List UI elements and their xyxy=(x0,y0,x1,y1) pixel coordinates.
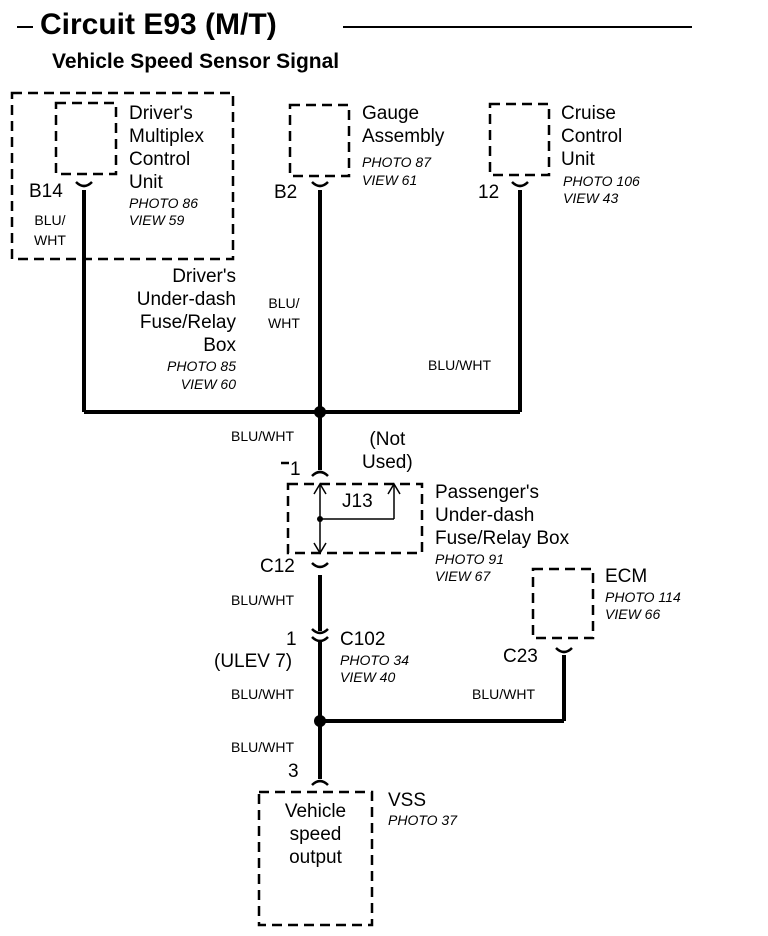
dmcu-view: VIEW 59 xyxy=(129,212,185,228)
terminal-c12 xyxy=(311,562,329,569)
j13-label: J13 xyxy=(342,491,373,512)
dmcu-wire-label: BLU/ WHT xyxy=(34,212,66,248)
terminal-12 xyxy=(511,181,529,188)
gauge-wire-label: BLU/ WHT xyxy=(268,295,300,331)
gauge-pin: B2 xyxy=(274,182,298,203)
vss-inner-label: Vehicle speed output xyxy=(284,801,347,868)
splice-bottom xyxy=(314,715,326,727)
ecm-pin: C23 xyxy=(503,646,538,667)
ecm-wire-label: BLU/WHT xyxy=(472,686,535,702)
terminal-b14 xyxy=(75,181,93,188)
dfuse-name: Driver's Under-dash Fuse/Relay Box xyxy=(136,266,236,356)
gauge-photo: PHOTO 87 xyxy=(362,154,431,170)
pfuse-name: Passenger's Under-dash Fuse/Relay Box xyxy=(435,482,570,549)
pfuse-photo: PHOTO 91 xyxy=(435,551,504,567)
dmcu-pin: B14 xyxy=(29,181,63,202)
ecm-view: VIEW 66 xyxy=(605,606,661,622)
terminal-c23 xyxy=(555,647,573,654)
c12-down-wire-label: BLU/WHT xyxy=(231,592,294,608)
c102-pin: 1 xyxy=(286,629,297,650)
page-title: Circuit E93 (M/T) xyxy=(40,8,277,41)
junction-down-wire-label: BLU/WHT xyxy=(231,428,294,444)
terminal-c102-bottom xyxy=(311,636,329,643)
j13-arrow-right xyxy=(387,482,401,495)
terminal-3 xyxy=(311,779,329,786)
j13-node xyxy=(317,516,323,522)
terminal-b2 xyxy=(311,181,329,188)
terminal-j1 xyxy=(311,470,329,477)
vss-name: VSS xyxy=(388,790,427,811)
dfuse-photo: PHOTO 85 xyxy=(167,358,236,374)
dmcu-name: Driver's Multiplex Control Unit xyxy=(129,103,204,193)
vss-box xyxy=(257,790,374,927)
cruise-pin: 12 xyxy=(478,182,500,203)
gauge-view: VIEW 61 xyxy=(362,172,418,188)
cruise-wire-label: BLU/WHT xyxy=(428,357,491,373)
ecm-box xyxy=(531,567,595,640)
c102-name: C102 xyxy=(340,629,386,650)
vss-pin: 3 xyxy=(288,761,299,782)
vss-up-wire-label: BLU/WHT xyxy=(231,739,294,755)
terminal-c102-top xyxy=(311,628,329,635)
j13-arrow-top xyxy=(313,482,327,495)
ecm-name: ECM xyxy=(605,566,648,587)
cruise-name: Cruise Control Unit xyxy=(561,103,623,170)
dfuse-view: VIEW 60 xyxy=(180,376,236,392)
c102-down-wire-label: BLU/WHT xyxy=(231,686,294,702)
dmcu-outer-box xyxy=(10,91,235,261)
pfuse-pin-top: 1 xyxy=(290,459,301,480)
vss-photo: PHOTO 37 xyxy=(388,812,457,828)
gauge-name: Gauge Assembly xyxy=(362,103,445,147)
splice-top xyxy=(314,406,326,418)
cruise-view: VIEW 43 xyxy=(563,190,619,206)
dmcu-connector-box xyxy=(54,101,118,176)
c102-view: VIEW 40 xyxy=(340,669,396,685)
gauge-connector-box xyxy=(288,103,351,178)
cruise-connector-box xyxy=(488,102,551,177)
j13-arrow-bottom xyxy=(313,542,327,555)
pfuse-box xyxy=(286,482,424,555)
c102-photo: PHOTO 34 xyxy=(340,652,409,668)
dmcu-photo: PHOTO 86 xyxy=(129,195,198,211)
ecm-photo: PHOTO 114 xyxy=(605,589,681,605)
not-used-label: (Not Used) xyxy=(362,429,413,473)
pfuse-pin-bottom: C12 xyxy=(260,556,295,577)
cruise-photo: PHOTO 106 xyxy=(563,173,640,189)
page-subtitle: Vehicle Speed Sensor Signal xyxy=(52,50,340,73)
pfuse-view: VIEW 67 xyxy=(435,568,491,584)
c102-note: (ULEV 7) xyxy=(214,651,293,672)
